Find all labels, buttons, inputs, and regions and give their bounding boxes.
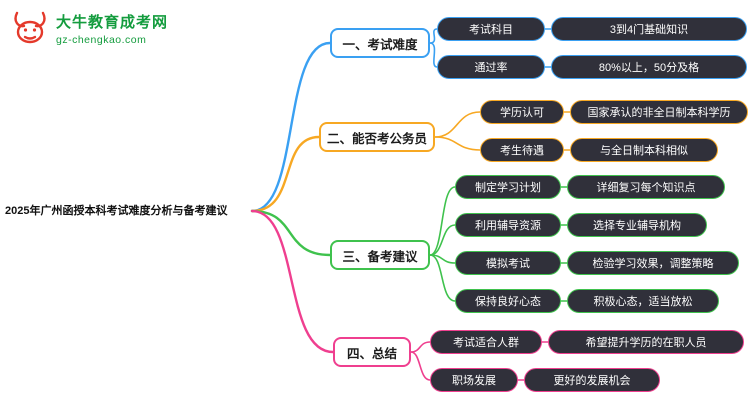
leaf-value: 更好的发展机会 bbox=[524, 368, 660, 392]
connector bbox=[250, 41, 332, 213]
branch-node-2: 二、能否考公务员 bbox=[319, 122, 435, 152]
leaf-label: 考试科目 bbox=[437, 17, 545, 41]
connector bbox=[429, 186, 456, 256]
logo-text: 大牛教育成考网 gz-chengkao.com bbox=[56, 11, 168, 46]
central-topic: 2025年广州函授本科考试难度分析与备考建议 bbox=[5, 205, 228, 217]
connector bbox=[434, 136, 481, 151]
connector bbox=[429, 42, 438, 68]
bull-icon bbox=[14, 11, 46, 44]
leaf-label: 保持良好心态 bbox=[455, 289, 561, 313]
connector bbox=[250, 135, 321, 213]
branch-node-3: 三、备考建议 bbox=[330, 240, 430, 270]
connector bbox=[410, 341, 431, 353]
logo-url: gz-chengkao.com bbox=[56, 33, 147, 46]
leaf-value: 选择专业辅导机构 bbox=[567, 213, 707, 237]
connector bbox=[429, 254, 456, 302]
leaf-value: 国家承认的非全日制本科学历 bbox=[570, 100, 748, 124]
leaf-value: 3到4门基础知识 bbox=[551, 17, 747, 41]
leaf-value: 与全日制本科相似 bbox=[570, 138, 718, 162]
leaf-value: 希望提升学历的在职人员 bbox=[548, 330, 744, 354]
leaf-label: 利用辅导资源 bbox=[455, 213, 561, 237]
leaf-value: 检验学习效果，调整策略 bbox=[567, 251, 739, 275]
site-logo: 大牛教育成考网 gz-chengkao.com bbox=[10, 8, 168, 48]
leaf-label: 考试适合人群 bbox=[430, 330, 542, 354]
connector bbox=[429, 28, 438, 44]
connector bbox=[429, 224, 456, 256]
connector bbox=[410, 351, 431, 381]
leaf-label: 通过率 bbox=[437, 55, 545, 79]
leaf-label: 制定学习计划 bbox=[455, 175, 561, 199]
leaf-label: 职场发展 bbox=[430, 368, 518, 392]
leaf-value: 80%以上，50分及格 bbox=[551, 55, 747, 79]
branch-node-4: 四、总结 bbox=[333, 337, 411, 367]
leaf-label: 模拟考试 bbox=[455, 251, 561, 275]
leaf-value: 详细复习每个知识点 bbox=[567, 175, 725, 199]
connector bbox=[250, 209, 335, 354]
connector bbox=[250, 209, 332, 257]
connector bbox=[434, 111, 481, 138]
logo-title: 大牛教育成考网 bbox=[56, 13, 169, 31]
leaf-label: 学历认可 bbox=[480, 100, 564, 124]
leaf-value: 积极心态，适当放松 bbox=[567, 289, 719, 313]
leaf-label: 考生待遇 bbox=[480, 138, 564, 162]
branch-node-1: 一、考试难度 bbox=[330, 28, 430, 58]
